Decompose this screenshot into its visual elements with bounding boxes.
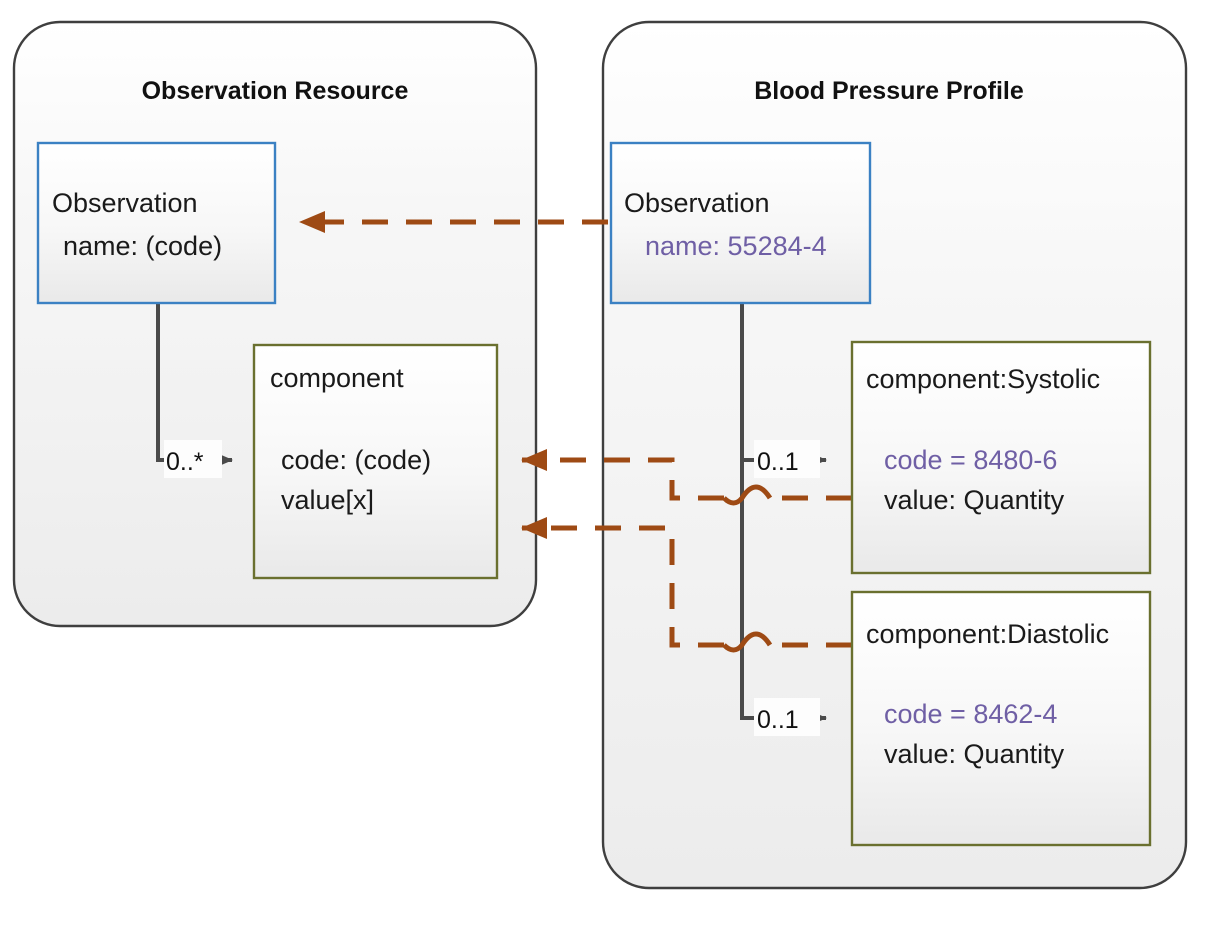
derivation-arrow-diastolic [521,517,852,653]
class-component-systolic-attr-1: value: Quantity [884,485,1065,515]
multiplicity-profile-systolic-label: 0..1 [757,448,799,476]
multiplicity-profile-systolic-bg [754,440,820,478]
class-observation-profile-name: Observation [624,188,770,218]
derivation-line-systolic-seg2 [521,449,724,501]
class-observation-profile-frame[interactable] [609,141,872,305]
panel-blood-pressure-profile-title: Blood Pressure Profile [754,77,1024,105]
panel-observation-resource-title: Observation Resource [142,77,409,105]
class-component-diastolic[interactable]: component:Diastolic code = 8462-4 value:… [850,590,1152,847]
class-component-diastolic-attr-1: value: Quantity [884,739,1065,769]
class-component-systolic-frame[interactable] [850,340,1152,575]
class-observation-base-name: Observation [52,188,198,218]
class-component-diastolic-attr-0: code = 8462-4 [884,699,1057,729]
multiplicity-profile-systolic: 0..1 [754,440,820,478]
derivation-line-diastolic-hop [722,631,773,653]
multiplicity-profile-diastolic-bg [754,698,820,736]
class-component-base-name: component [270,363,404,393]
derivation-line-diastolic-seg2 [521,517,724,648]
class-observation-base-frame[interactable] [36,141,277,305]
class-observation-base-attr-0: name: (code) [63,231,222,261]
derivation-arrow-systolic [521,449,852,506]
class-observation-profile-attr-0: name: 55284-4 [645,231,827,261]
class-observation-base[interactable]: Observation name: (code) [36,141,277,305]
multiplicity-base-component-bg [164,440,222,478]
class-component-diastolic-frame[interactable] [850,590,1152,847]
multiplicity-base-component: 0..* [164,440,222,478]
class-component-base-attr-0: code: (code) [281,445,431,475]
class-observation-profile[interactable]: Observation name: 55284-4 [609,141,872,305]
class-component-base[interactable]: component code: (code) value[x] [252,343,499,580]
class-component-systolic[interactable]: component:Systolic code = 8480-6 value: … [850,340,1152,575]
class-component-base-attr-1: value[x] [281,485,374,515]
class-component-systolic-attr-0: code = 8480-6 [884,445,1057,475]
multiplicity-base-component-label: 0..* [166,448,204,476]
class-component-diastolic-name: component:Diastolic [866,619,1109,649]
derivation-line-systolic-hop [722,484,773,506]
multiplicity-profile-diastolic-label: 0..1 [757,706,799,734]
class-component-systolic-name: component:Systolic [866,364,1100,394]
class-component-base-frame[interactable] [252,343,499,580]
multiplicity-profile-diastolic: 0..1 [754,698,820,736]
